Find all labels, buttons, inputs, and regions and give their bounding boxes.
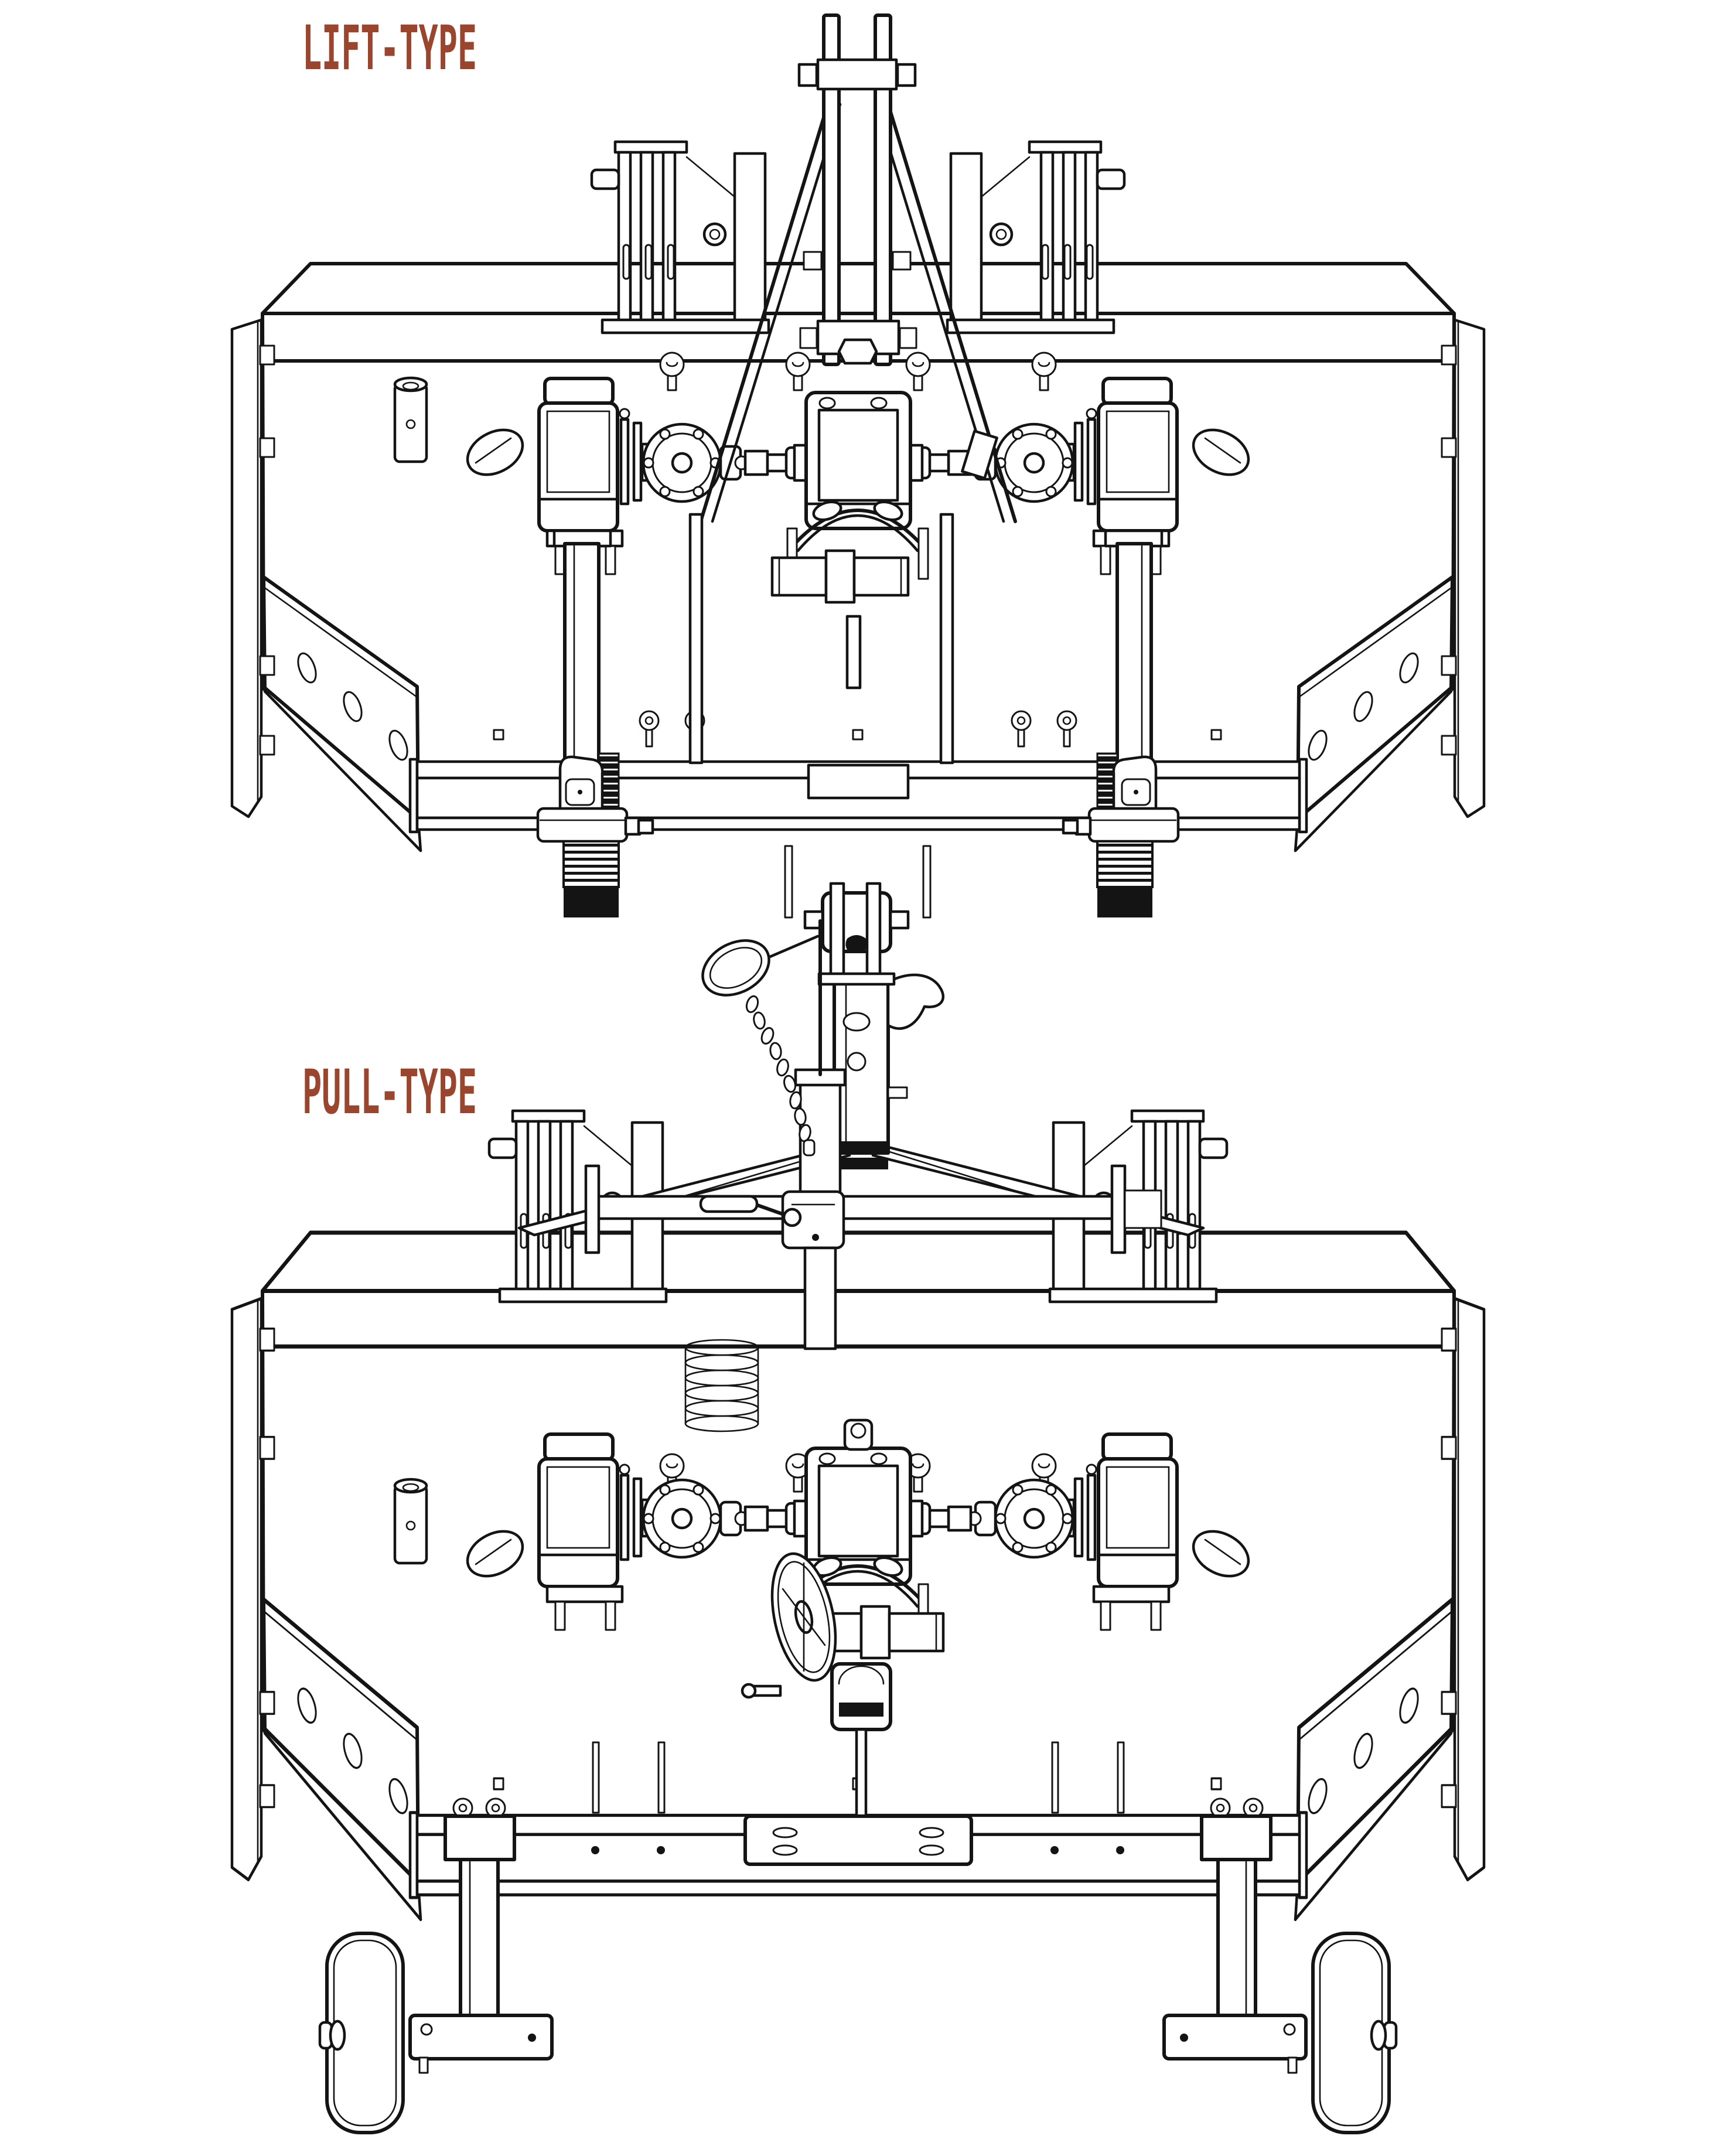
pull-type-label: PULL-TYPE — [302, 1056, 477, 1128]
height-adjuster — [741, 1552, 892, 1843]
lock-pin-ring — [701, 919, 822, 1076]
transport-hook — [886, 973, 945, 1030]
rail-clamp-pins — [639, 710, 1077, 748]
lift-type-label: LIFT-TYPE — [302, 12, 477, 84]
rail-center-plate — [743, 1814, 973, 1866]
lift-drivetrain — [539, 378, 1177, 919]
parking-jack — [684, 919, 847, 1432]
adjustable-link-sleeve — [961, 429, 998, 480]
gearbox-top-yoke — [843, 1418, 874, 1451]
crossbar — [589, 1195, 1122, 1220]
tongue — [803, 882, 945, 1169]
lift-a-frame-braces — [688, 97, 1017, 765]
pull-type-figure: PULL-TYPE — [232, 882, 1484, 2133]
roller-pin — [845, 615, 862, 690]
clevis-hitch — [803, 882, 910, 986]
safety-chain — [745, 995, 816, 1157]
tie-straps — [688, 513, 954, 765]
coil-spring — [684, 1339, 759, 1432]
pull-rail-fittings — [591, 1741, 1125, 1866]
pull-drivetrain — [539, 1418, 1177, 1658]
crank-handle — [699, 1195, 802, 1227]
grease-fitting — [741, 1683, 782, 1699]
screw-jack-housing — [830, 1662, 892, 1731]
a-frame-tongue — [517, 1145, 1205, 1254]
lift-mast — [797, 13, 917, 366]
jack-lower-tube — [803, 1246, 837, 1350]
lift-type-figure: LIFT-TYPE — [232, 12, 1484, 917]
rail-center-plate — [807, 763, 910, 800]
